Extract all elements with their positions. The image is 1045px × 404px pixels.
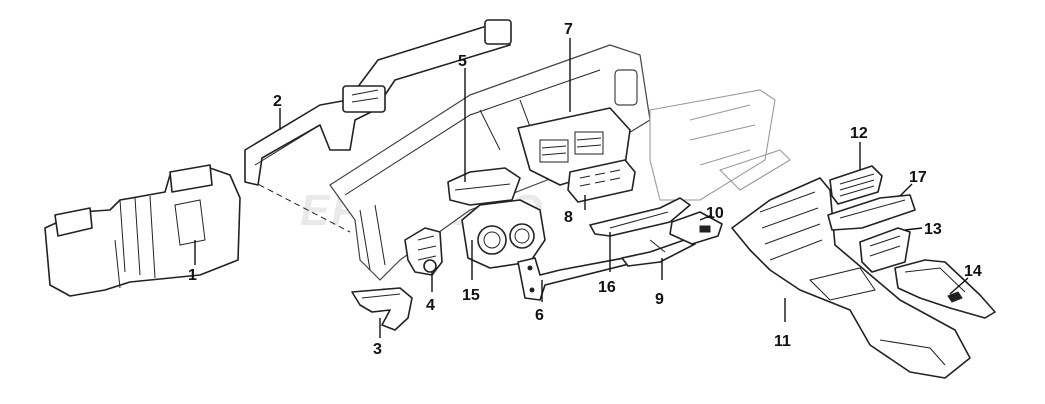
- callout-14: 14: [964, 263, 982, 280]
- part-15-instrument-cluster: [461, 199, 546, 269]
- part-9-small-bracket: [621, 237, 696, 267]
- alignment-dashed-line: [249, 179, 351, 233]
- callout-3: 3: [373, 341, 382, 358]
- part-16-lower-trim: [589, 197, 691, 237]
- part-4-side-vent: [404, 227, 443, 276]
- leader-17: [899, 183, 913, 197]
- leader-13: [904, 227, 923, 231]
- callout-15: 15: [462, 287, 480, 304]
- part-8-control-unit: [567, 159, 636, 203]
- callout-5: 5: [458, 53, 467, 70]
- part-3-lower-vent: [351, 287, 413, 331]
- callout-10: 10: [706, 205, 724, 222]
- callout-6: 6: [535, 307, 544, 324]
- leader-14: [949, 277, 969, 295]
- callout-16: 16: [598, 279, 616, 296]
- part-1-heater-duct-box: [44, 164, 241, 297]
- callout-2: 2: [273, 93, 282, 110]
- callout-11: 11: [774, 333, 791, 350]
- part-13-cup-holder: [859, 227, 911, 273]
- callout-8: 8: [564, 209, 573, 226]
- part-2-upper-air-duct: [244, 19, 512, 186]
- part-17-switch-panel: [827, 194, 916, 231]
- callout-7: 7: [564, 21, 573, 38]
- glovebox-area: [649, 89, 791, 201]
- part-14-armrest-lid: [894, 259, 996, 319]
- callout-13: 13: [924, 221, 942, 238]
- part-5-cluster-hood: [447, 167, 521, 206]
- part-12-vent: [829, 165, 883, 205]
- callout-9: 9: [655, 291, 664, 308]
- callout-12: 12: [850, 125, 868, 142]
- callout-17: 17: [909, 169, 927, 186]
- part-10-switch-module: [669, 211, 723, 245]
- leader-10: [699, 214, 713, 221]
- part-11-center-console: [731, 177, 971, 379]
- callout-1: 1: [188, 267, 197, 284]
- callout-4: 4: [426, 297, 435, 314]
